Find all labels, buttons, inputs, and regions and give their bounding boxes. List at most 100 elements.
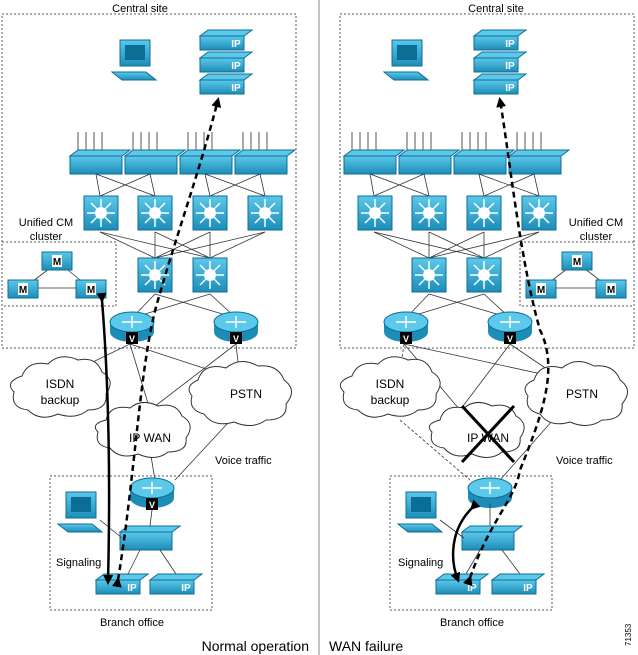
central-site-box (339, 13, 635, 349)
cm-server-icon: M (7, 279, 39, 299)
voice-traffic-path (462, 97, 550, 587)
voice-router-icon: V (109, 311, 155, 344)
ml-switch-icon (192, 257, 228, 293)
ip-phone-icon: IP (198, 29, 254, 51)
svg-text:V: V (507, 334, 513, 344)
svg-text:IP: IP (127, 583, 137, 594)
central-ip-phone-stack: IP IP IP (198, 29, 254, 95)
ml-switch-icon (466, 195, 502, 231)
svg-text:backup: backup (41, 393, 80, 407)
svg-text:backup: backup (371, 393, 410, 407)
pc-icon (396, 491, 444, 533)
cm-cluster-box (519, 241, 635, 307)
pstn-cloud: PSTN (524, 361, 628, 426)
ml-switch-icon (521, 195, 557, 231)
svg-text:M: M (53, 257, 61, 268)
switch-icon (68, 132, 132, 175)
svg-text:V: V (149, 500, 155, 510)
cm-server-icon: M (75, 279, 107, 299)
ip-phone-icon: IP (434, 573, 490, 595)
voice-router-icon: V (487, 311, 533, 344)
svg-text:PSTN: PSTN (230, 387, 262, 401)
signaling-path (450, 499, 481, 583)
ip-phone-icon: IP (490, 573, 546, 595)
svg-text:M: M (537, 285, 545, 296)
ml-switch-icon (137, 195, 173, 231)
ip-phone-icon: IP (472, 73, 528, 95)
ml-switch-icon (357, 195, 393, 231)
svg-text:ISDN: ISDN (376, 377, 405, 391)
caption-normal-operation: Normal operation (202, 638, 309, 654)
branch-office-label: Branch office (440, 617, 504, 629)
switch-icon (452, 132, 516, 175)
switch-icon (397, 132, 461, 175)
cm-server-icon: M (41, 251, 73, 271)
switch-icon (178, 132, 242, 175)
ip-phone-icon: IP (94, 573, 150, 595)
access-switch-row (342, 132, 571, 175)
svg-text:IP: IP (231, 61, 241, 72)
svg-text:V: V (403, 334, 409, 344)
caption-wan-failure: WAN failure (329, 638, 403, 654)
voice-traffic-path (111, 97, 222, 588)
voice-router-icon: V (129, 477, 175, 510)
switch-icon (342, 132, 406, 175)
svg-text:IP: IP (231, 83, 241, 94)
svg-text:IP: IP (505, 61, 515, 72)
voice-router-icon: V (383, 311, 429, 344)
ml-switch-icon (466, 257, 502, 293)
svg-text:ISDN: ISDN (46, 377, 75, 391)
svg-text:PSTN: PSTN (566, 387, 598, 401)
svg-text:IP: IP (505, 39, 515, 50)
central-ip-phone-stack: IP IP IP (472, 29, 528, 95)
ml-switch-icon (411, 257, 447, 293)
pstn-cloud: PSTN (188, 361, 292, 426)
svg-text:V: V (129, 334, 135, 344)
branch-office-label: Branch office (100, 617, 164, 629)
voice-traffic-label: Voice traffic (215, 455, 272, 467)
panel-wan-failure: Central site IP IP IP (339, 3, 635, 629)
ip-phone-icon: IP (198, 73, 254, 95)
ip-phone-icon: IP (472, 29, 528, 51)
svg-text:M: M (19, 285, 27, 296)
ml-switch-icon (83, 195, 119, 231)
panel-normal-operation: Central site IP IP IP (1, 3, 297, 629)
cm-cluster-label: Unified CM (19, 217, 73, 229)
central-site-box (1, 13, 297, 349)
pc-icon (56, 491, 104, 533)
ml-switch-icon (137, 257, 173, 293)
isdn-cloud: ISDN backup (9, 356, 111, 418)
isdn-cloud: ISDN backup (339, 356, 441, 418)
cm-cluster-label: cluster (580, 231, 613, 243)
ml-switch-icon (192, 195, 228, 231)
cm-server-icon: M (525, 279, 557, 299)
svg-text:IP: IP (467, 583, 477, 594)
ip-phone-icon: IP (472, 51, 528, 73)
ip-phone-icon: IP (148, 573, 204, 595)
svg-text:IP: IP (505, 83, 515, 94)
switch-icon (123, 132, 187, 175)
switch-icon (233, 132, 297, 175)
cm-server-icon: M (561, 251, 593, 271)
svg-text:IP: IP (231, 39, 241, 50)
voice-traffic-label: Voice traffic (556, 455, 613, 467)
pc-icon (382, 39, 430, 81)
ml-switch-icon (411, 195, 447, 231)
svg-text:IP: IP (181, 583, 191, 594)
cm-cluster-label: Unified CM (569, 217, 623, 229)
svg-text:M: M (87, 285, 95, 296)
cm-cluster-label: cluster (30, 231, 63, 243)
signaling-path (96, 292, 114, 585)
voice-router-icon: V (213, 311, 259, 344)
ml-switch-icon (247, 195, 283, 231)
signaling-label: Signaling (56, 557, 101, 569)
ip-phone-icon: IP (198, 51, 254, 73)
figure-number: 71353 (624, 623, 633, 646)
switch-icon (118, 525, 182, 551)
signaling-label: Signaling (398, 557, 443, 569)
pc-icon (110, 39, 158, 81)
svg-text:M: M (573, 257, 581, 268)
central-site-label: Central site (468, 3, 524, 15)
svg-text:M: M (607, 285, 615, 296)
svg-text:IP: IP (523, 583, 533, 594)
